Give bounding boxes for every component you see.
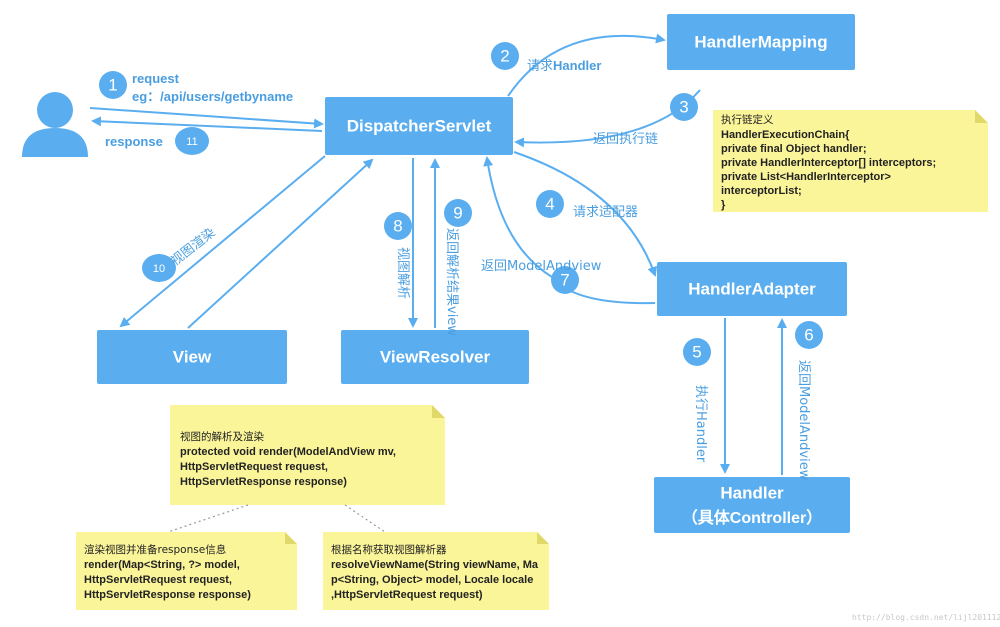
step-1-circle: 1 (99, 71, 127, 99)
step-6-circle: 6 (795, 321, 823, 349)
view-box: View (97, 330, 287, 384)
render-detail-note: 渲染视图并准备response信息 render(Map<String, ?> … (76, 532, 297, 610)
svg-text:private List<HandlerIntercepto: private List<HandlerInterceptor> (721, 171, 891, 183)
svg-text:HttpServletResponse response): HttpServletResponse response) (84, 589, 251, 601)
svg-text:2: 2 (500, 46, 509, 65)
svg-text:resolveViewName(String viewNam: resolveViewName(String viewName, Ma (331, 559, 539, 571)
handler-label: Handler (720, 483, 784, 502)
step-2-circle: 2 (491, 42, 519, 70)
handler-sublabel: （具体Controller） (682, 508, 822, 527)
dispatcher-servlet-box: DispatcherServlet (325, 97, 513, 155)
svg-text:,HttpServletRequest request): ,HttpServletRequest request) (331, 589, 483, 601)
svg-text:interceptorList;: interceptorList; (721, 185, 802, 197)
svg-text:private HandlerInterceptor[] i: private HandlerInterceptor[] interceptor… (721, 157, 936, 169)
request-handler-label: 请求Handler (527, 58, 601, 74)
svg-text:render(Map<String, ?> model,: render(Map<String, ?> model, (84, 559, 240, 571)
step-10-circle: 10 (142, 254, 176, 282)
svg-text:8: 8 (393, 216, 402, 235)
view-parse-label: 视图解析 (395, 247, 410, 299)
svg-text:HttpServletResponse response): HttpServletResponse response) (180, 476, 347, 488)
svg-text:3: 3 (679, 97, 688, 116)
svg-text:HandlerExecutionChain{: HandlerExecutionChain{ (721, 129, 850, 141)
dispatcher-servlet-label: DispatcherServlet (347, 116, 492, 135)
svg-text:4: 4 (545, 194, 554, 213)
handler-adapter-box: HandlerAdapter (657, 262, 847, 316)
return-chain-label: 返回执行链 (593, 132, 658, 147)
svg-text:protected void render(ModelAnd: protected void render(ModelAndView mv, (180, 446, 396, 458)
handler-adapter-label: HandlerAdapter (688, 279, 816, 298)
request-adapter-arrow (513, 151, 658, 277)
view-resolver-box: ViewResolver (341, 330, 529, 384)
response-arrow (91, 116, 323, 132)
svg-text:根据名称获取视图解析器: 根据名称获取视图解析器 (331, 543, 447, 556)
request-example-label: eg：/api/users/getbyname (132, 89, 293, 104)
render-note: 视图的解析及渲染 protected void render(ModelAndV… (170, 405, 445, 505)
view-return-arrow (187, 158, 374, 329)
step-5-circle: 5 (683, 338, 711, 366)
render-view-arrow (119, 155, 326, 328)
svg-text:p<String, Object> model, Local: p<String, Object> model, Locale locale (331, 574, 533, 586)
watermark: http://blog.csdn.net/lijl2011124 (852, 613, 1000, 622)
handler-box: Handler （具体Controller） (654, 477, 850, 533)
svg-text:渲染视图并准备response信息: 渲染视图并准备response信息 (84, 543, 226, 556)
svg-text:}: } (721, 199, 726, 211)
request-arrow (89, 107, 324, 129)
return-mav-label: 返回ModelAndview (481, 259, 602, 274)
request-adapter-label: 请求适配器 (573, 205, 638, 220)
svg-text:private final Object handler;: private final Object handler; (721, 143, 866, 155)
svg-text:视图的解析及渲染: 视图的解析及渲染 (180, 430, 264, 443)
svg-text:11: 11 (186, 136, 197, 148)
return-mav-vertical-label: 返回ModelAndview (796, 360, 811, 481)
svg-text:7: 7 (560, 270, 569, 289)
render-view-label: 视图渲染 (168, 225, 218, 269)
view-resolver-label: ViewResolver (380, 347, 491, 366)
execution-chain-note: 执行链定义 HandlerExecutionChain{ private fin… (713, 110, 988, 212)
svg-text:1: 1 (108, 75, 117, 94)
svg-text:HttpServletRequest request,: HttpServletRequest request, (84, 574, 232, 586)
svg-text:执行链定义: 执行链定义 (721, 113, 774, 126)
svg-text:5: 5 (692, 342, 701, 361)
response-label: response (105, 134, 163, 149)
svg-text:10: 10 (153, 263, 165, 275)
handler-mapping-label: HandlerMapping (694, 32, 827, 51)
view-label: View (173, 347, 212, 366)
svg-text:9: 9 (453, 203, 462, 222)
execute-handler-label: 执行Handler (693, 385, 708, 463)
return-parse-result-label: 返回解析结果view (444, 228, 459, 336)
step-9-circle: 9 (444, 199, 472, 227)
connector-dots-left (167, 504, 249, 533)
user-icon (22, 92, 88, 157)
request-handler-arrow (507, 33, 666, 97)
step-7-circle: 7 (551, 266, 579, 294)
connector-dots-right (344, 504, 386, 533)
step-4-circle: 4 (536, 190, 564, 218)
step-3-circle: 3 (670, 93, 698, 121)
resolve-view-note: 根据名称获取视图解析器 resolveViewName(String viewN… (323, 532, 549, 610)
svg-text:6: 6 (804, 325, 813, 344)
step-11-circle: 11 (175, 127, 209, 155)
request-label: request (132, 71, 180, 86)
handler-mapping-box: HandlerMapping (667, 14, 855, 70)
step-8-circle: 8 (384, 212, 412, 240)
svg-text:HttpServletRequest request,: HttpServletRequest request, (180, 461, 328, 473)
